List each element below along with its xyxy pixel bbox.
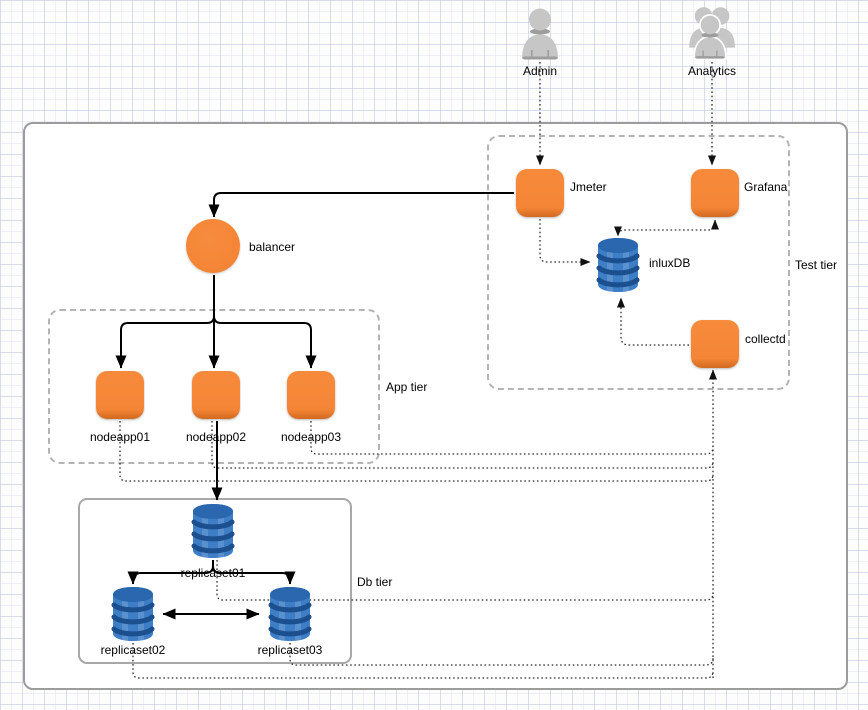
analytics-people-icon [689,7,735,60]
jmeter-node-icon[interactable] [516,169,564,217]
grafana-node-icon[interactable] [691,169,739,217]
actor-analytics[interactable] [686,6,738,64]
grafana-label: Grafana [744,180,788,194]
replicaset01-label: replicaset01 [180,566,246,580]
db-tier-label: Db tier [357,575,393,589]
nodeapp01-node-icon[interactable] [96,371,144,419]
nodeapp03-node-icon[interactable] [287,371,335,419]
collectd-node-icon[interactable] [691,320,739,368]
influxdb-label: inluxDB [649,256,691,270]
app-tier-label: App tier [386,380,428,394]
admin-person-icon [522,8,558,60]
influxdb-database-icon[interactable] [594,236,642,294]
balancer-label: balancer [249,240,296,254]
collectd-label: collectd [745,332,786,346]
nodeapp01-label: nodeapp01 [89,430,151,444]
jmeter-label: Jmeter [570,180,607,194]
test-tier-box[interactable] [487,135,790,390]
admin-label: Admin [522,64,558,78]
replicaset02-database-icon[interactable] [109,585,157,643]
replicaset02-label: replicaset02 [100,643,166,657]
nodeapp03-label: nodeapp03 [280,430,342,444]
analytics-label: Analytics [687,64,737,78]
replicaset03-label: replicaset03 [257,643,323,657]
actor-admin[interactable] [518,7,562,64]
test-tier-label: Test tier [795,258,838,272]
nodeapp02-label: nodeapp02 [185,430,247,444]
replicaset03-database-icon[interactable] [266,585,314,643]
replicaset01-database-icon[interactable] [189,502,237,560]
balancer-node-icon[interactable] [186,219,240,273]
nodeapp02-node-icon[interactable] [192,371,240,419]
